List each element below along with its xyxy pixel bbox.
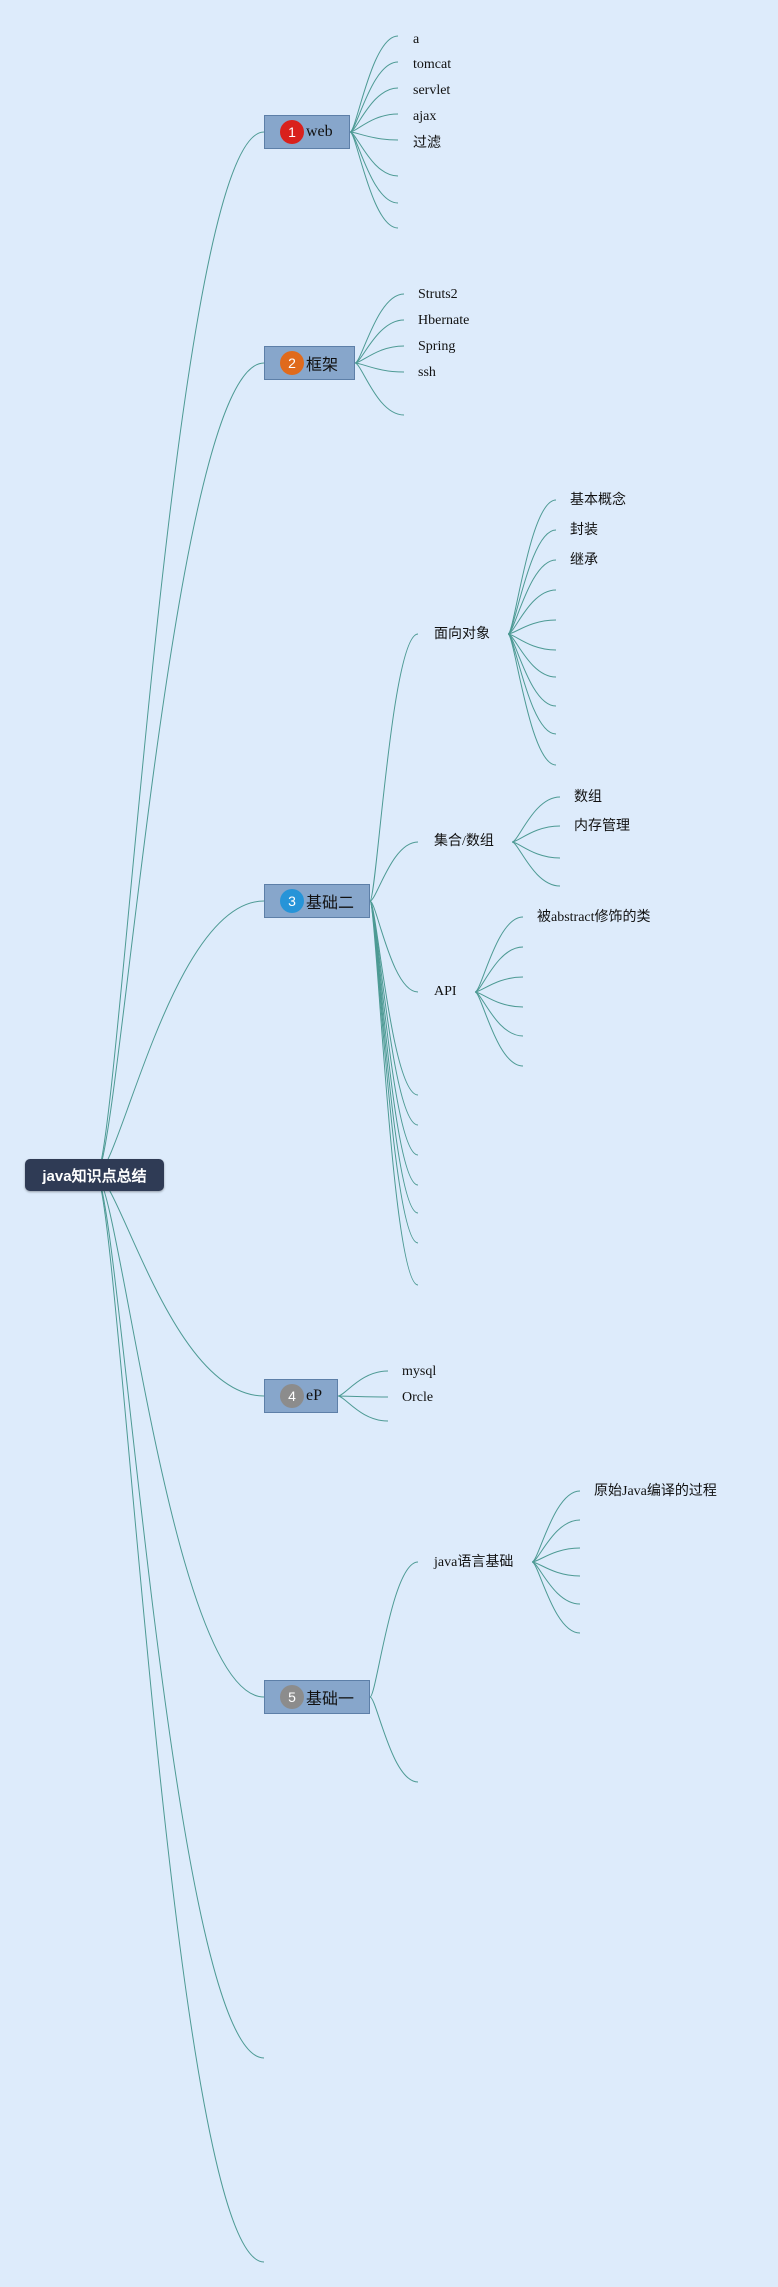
java-lang-node[interactable]: java语言基础 — [434, 1555, 514, 1570]
priority-2-badge: 2 — [280, 351, 304, 375]
connector-47 — [474, 991, 524, 1008]
connector-20 — [369, 633, 419, 902]
branch-web[interactable]: 1 web — [264, 115, 350, 149]
connector-15 — [354, 293, 405, 364]
ep-child-mysql[interactable]: mysql — [402, 1364, 437, 1379]
connector-17 — [354, 345, 405, 364]
connector-1 — [95, 362, 265, 1176]
connector-60 — [531, 1561, 581, 1634]
web-child-a[interactable]: a — [413, 32, 420, 47]
connector-50 — [337, 1370, 389, 1397]
oop-child-encapsulation[interactable]: 封装 — [570, 523, 598, 538]
connector-10 — [349, 113, 399, 133]
connector-34 — [507, 619, 557, 635]
branch-framework[interactable]: 2 框架 — [264, 346, 355, 380]
connector-3 — [95, 1174, 265, 1397]
root-label: java知识点总结 — [42, 1167, 147, 1185]
connector-36 — [507, 633, 557, 678]
framework-child-struts2[interactable]: Struts2 — [418, 287, 458, 302]
connector-32 — [507, 559, 557, 635]
connector-0 — [95, 131, 265, 1176]
connector-42 — [511, 841, 561, 859]
branch-framework-label: 框架 — [306, 357, 339, 374]
connector-49 — [474, 991, 524, 1067]
connector-57 — [531, 1547, 581, 1563]
connector-46 — [474, 976, 524, 993]
web-child-servlet[interactable]: servlet — [413, 83, 451, 98]
connector-37 — [507, 633, 557, 707]
connector-14 — [349, 131, 399, 229]
api-child-abstract[interactable]: 被abstract修饰的类 — [537, 910, 651, 925]
connector-56 — [531, 1519, 581, 1563]
connector-58 — [531, 1561, 581, 1577]
web-child-filter[interactable]: 过滤 — [413, 136, 441, 151]
collections-node[interactable]: 集合/数组 — [434, 834, 494, 849]
connector-33 — [507, 589, 557, 635]
connector-48 — [474, 991, 524, 1037]
connector-59 — [531, 1561, 581, 1605]
collections-child-arrays[interactable]: 数组 — [574, 790, 602, 805]
collections-child-memory[interactable]: 内存管理 — [574, 819, 630, 834]
root-node[interactable]: java知识点总结 — [25, 1159, 164, 1191]
web-child-ajax[interactable]: ajax — [413, 109, 437, 124]
connector-53 — [369, 1561, 419, 1698]
connector-19 — [354, 362, 405, 416]
connector-40 — [511, 796, 561, 843]
connector-22 — [369, 900, 419, 993]
connector-6 — [95, 1174, 265, 2263]
priority-1-badge: 1 — [280, 120, 304, 144]
connector-16 — [354, 319, 405, 364]
connector-11 — [349, 131, 399, 141]
priority-3-badge: 3 — [280, 889, 304, 913]
api-node[interactable]: API — [434, 984, 457, 999]
branch-basics2-label: 基础二 — [306, 895, 355, 912]
connector-39 — [507, 633, 557, 766]
connector-35 — [507, 633, 557, 651]
connector-51 — [337, 1395, 389, 1398]
ep-child-orcle[interactable]: Orcle — [402, 1390, 434, 1405]
framework-child-ssh[interactable]: ssh — [418, 365, 436, 380]
oop-child-concepts[interactable]: 基本概念 — [570, 493, 626, 508]
branch-basics1-label: 基础一 — [306, 1691, 355, 1708]
connector-4 — [95, 1174, 265, 1698]
priority-4-badge: 4 — [280, 1384, 304, 1408]
connector-45 — [474, 946, 524, 993]
connector-5 — [95, 1174, 265, 2059]
branch-basics1[interactable]: 5 基础一 — [264, 1680, 370, 1714]
connector-8 — [349, 61, 399, 133]
connector-38 — [507, 633, 557, 735]
oop-node[interactable]: 面向对象 — [434, 627, 490, 642]
framework-child-hbernate[interactable]: Hbernate — [418, 313, 470, 328]
connector-44 — [474, 916, 524, 993]
connector-21 — [369, 841, 419, 902]
connector-54 — [369, 1696, 419, 1783]
connector-52 — [337, 1395, 389, 1422]
connector-43 — [511, 841, 561, 887]
connector-7 — [349, 35, 399, 133]
framework-child-spring[interactable]: Spring — [418, 339, 456, 354]
connector-13 — [349, 131, 399, 204]
branch-web-label: web — [306, 123, 333, 140]
connector-23 — [369, 900, 419, 1096]
branch-ep[interactable]: 4 eP — [264, 1379, 338, 1413]
connector-9 — [349, 87, 399, 133]
connector-18 — [354, 362, 405, 373]
web-child-tomcat[interactable]: tomcat — [413, 57, 452, 72]
priority-5-badge: 5 — [280, 1685, 304, 1709]
java-lang-child-compile[interactable]: 原始Java编译的过程 — [594, 1484, 717, 1499]
oop-child-inheritance[interactable]: 继承 — [570, 553, 598, 568]
connector-41 — [511, 825, 561, 843]
connector-2 — [95, 900, 265, 1176]
connector-55 — [531, 1490, 581, 1563]
connector-29 — [369, 900, 419, 1286]
connector-12 — [349, 131, 399, 177]
branch-basics2[interactable]: 3 基础二 — [264, 884, 370, 918]
branch-ep-label: eP — [306, 1387, 322, 1404]
